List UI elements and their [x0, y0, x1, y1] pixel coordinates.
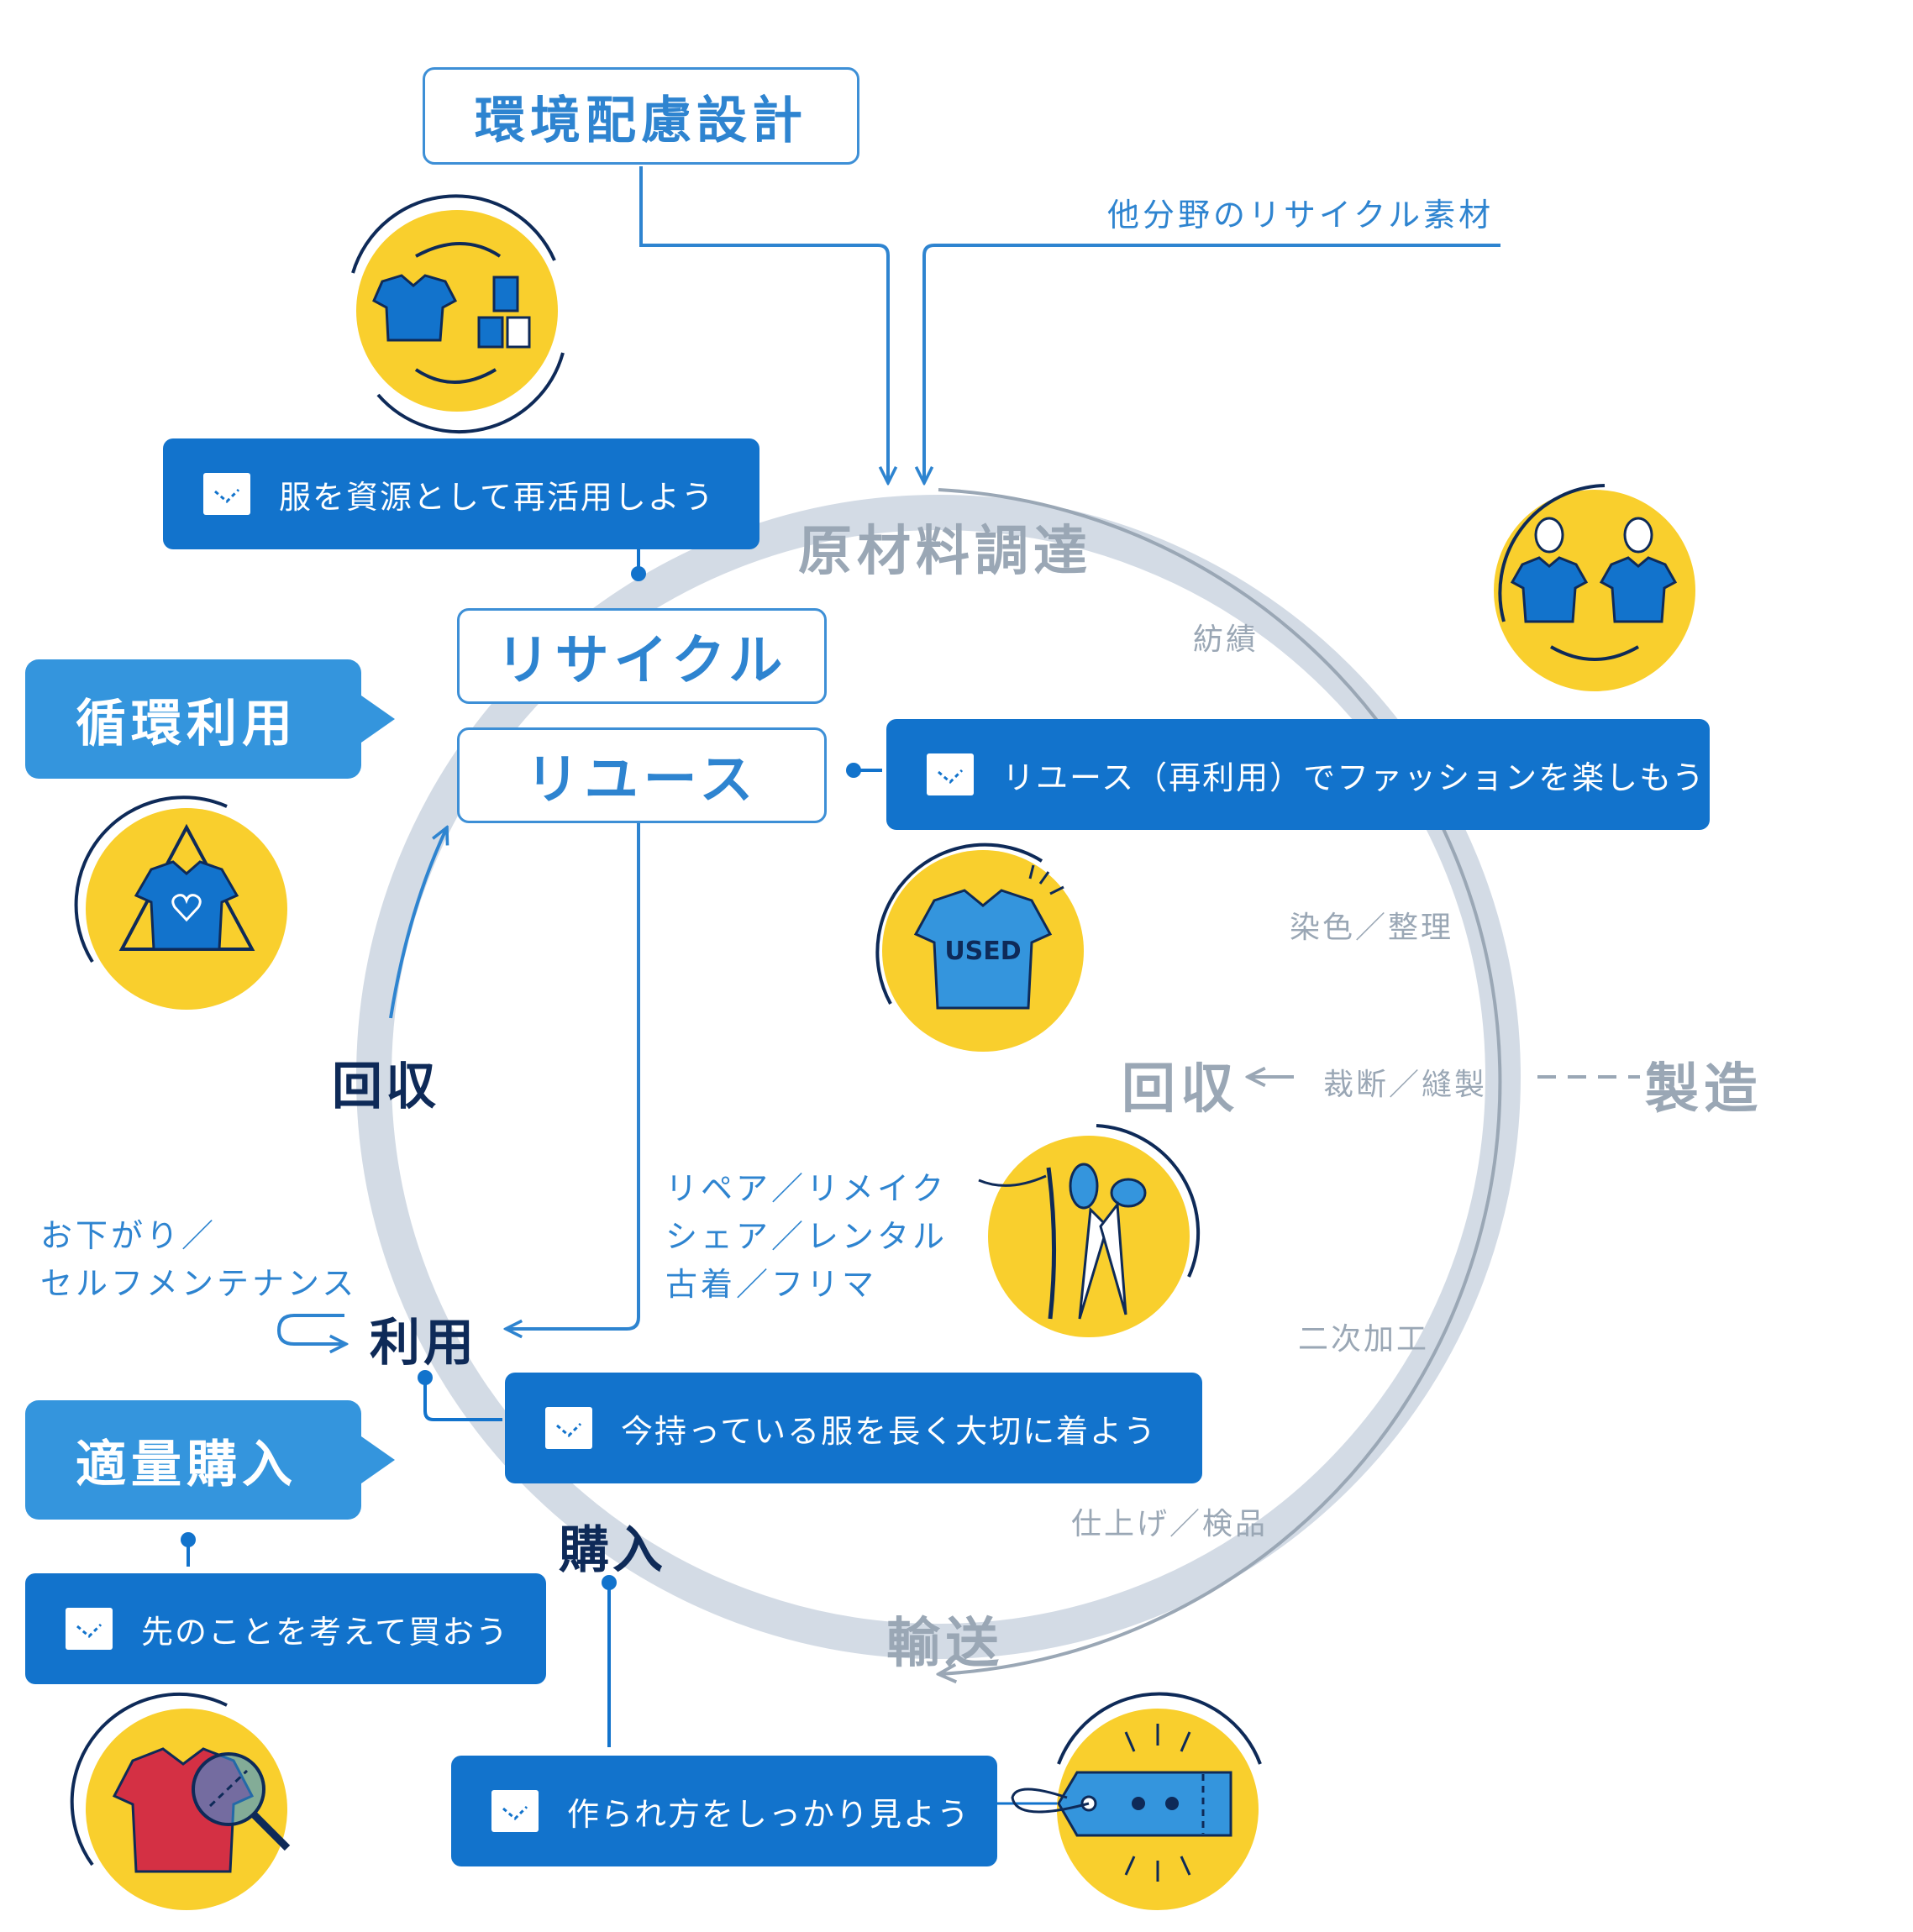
eco-design-box: 環境配慮設計 [423, 67, 859, 165]
recycled-material-line [924, 244, 1500, 483]
check-icon [203, 473, 250, 515]
handdown-loop-arrow [276, 1314, 346, 1344]
sharing-people-icon [1494, 484, 1695, 691]
check-icon [927, 753, 974, 795]
svg-text:USED: USED [944, 937, 1021, 966]
use-method-repair: リペア／リメイク [665, 1170, 948, 1207]
recycle-box: リサイクル [457, 608, 827, 704]
handdown-line1: お下がり／ [40, 1217, 218, 1254]
stage-manufacturing: 製造 [1645, 1058, 1763, 1121]
manufacturing-arc [938, 488, 1502, 1674]
action-reuse-fashion: リユース（再利用）でファッションを楽しもう [886, 719, 1710, 830]
stage-transport: 輸送 [886, 1613, 1004, 1675]
clothing-tag-icon [1011, 1692, 1262, 1910]
use-method-share: シェア／レンタル [665, 1218, 949, 1255]
action-label: 先のことを考えて買おう [141, 1613, 510, 1651]
stage-collection: 回収 [332, 1058, 439, 1116]
action-label: 今持っている服を長く大切に着よう [621, 1412, 1158, 1450]
action-label: 作られ方をしっかり見よう [567, 1795, 971, 1833]
reuse-box: リユース [457, 727, 827, 823]
cycle-ring [356, 495, 1521, 1659]
handdown-line2: セルフメンテナンス [40, 1265, 358, 1302]
design-flow-line [639, 166, 888, 483]
stage-purchase: 購入 [559, 1521, 666, 1580]
stage-cutting-sewing: 裁断／縫製 [1323, 1068, 1488, 1102]
stage-use: 利用 [370, 1314, 477, 1373]
stage-raw-material: 原材料調達 [798, 521, 1092, 583]
needle-scissors-icon [978, 1124, 1201, 1337]
circular-heart-shirt-icon [74, 795, 287, 1010]
callout-label: 適量購入 [76, 1435, 297, 1494]
use-method-secondhand: 古着／フリマ [665, 1266, 878, 1303]
action-label: リユース（再利用）でファッションを楽しもう [1002, 759, 1705, 796]
action-think-ahead: 先のことを考えて買おう [25, 1573, 546, 1684]
collection-arrow [389, 827, 447, 1019]
action-check-production: 作られ方をしっかり見よう [451, 1756, 997, 1866]
recycle-clothes-icon [351, 194, 565, 434]
action-long-wear: 今持っている服を長く大切に着よう [505, 1373, 1202, 1483]
handdown-text: お下がり／ セルフメンテナンス [40, 1212, 357, 1308]
used-shirt-icon: USED [875, 843, 1084, 1052]
check-icon [491, 1790, 539, 1832]
stage-secondary-processing: 二次加工 [1298, 1322, 1430, 1357]
action-label: 服を資源として再活用しよう [279, 478, 715, 516]
check-icon [66, 1608, 113, 1650]
callout-circular-use: 循環利用 [25, 659, 395, 779]
use-methods: リペア／リメイク シェア／レンタル 古着／フリマ [665, 1165, 948, 1309]
magnifier-shirt-icon [70, 1692, 291, 1910]
stage-finishing: 仕上げ／検品 [1071, 1507, 1269, 1541]
reuse-to-use-line [506, 823, 640, 1329]
stage-dyeing: 染色／整理 [1290, 911, 1454, 945]
callout-label: 循環利用 [76, 694, 297, 753]
check-icon [545, 1407, 592, 1449]
recycled-material-label: 他分野のリサイクル素材 [1107, 197, 1495, 234]
stage-spinning: 紡績 [1193, 622, 1259, 657]
action-reuse-resources: 服を資源として再活用しよう [163, 438, 759, 549]
stage-collection-gray: 回収 [1122, 1058, 1239, 1121]
callout-right-amount: 適量購入 [25, 1400, 395, 1520]
